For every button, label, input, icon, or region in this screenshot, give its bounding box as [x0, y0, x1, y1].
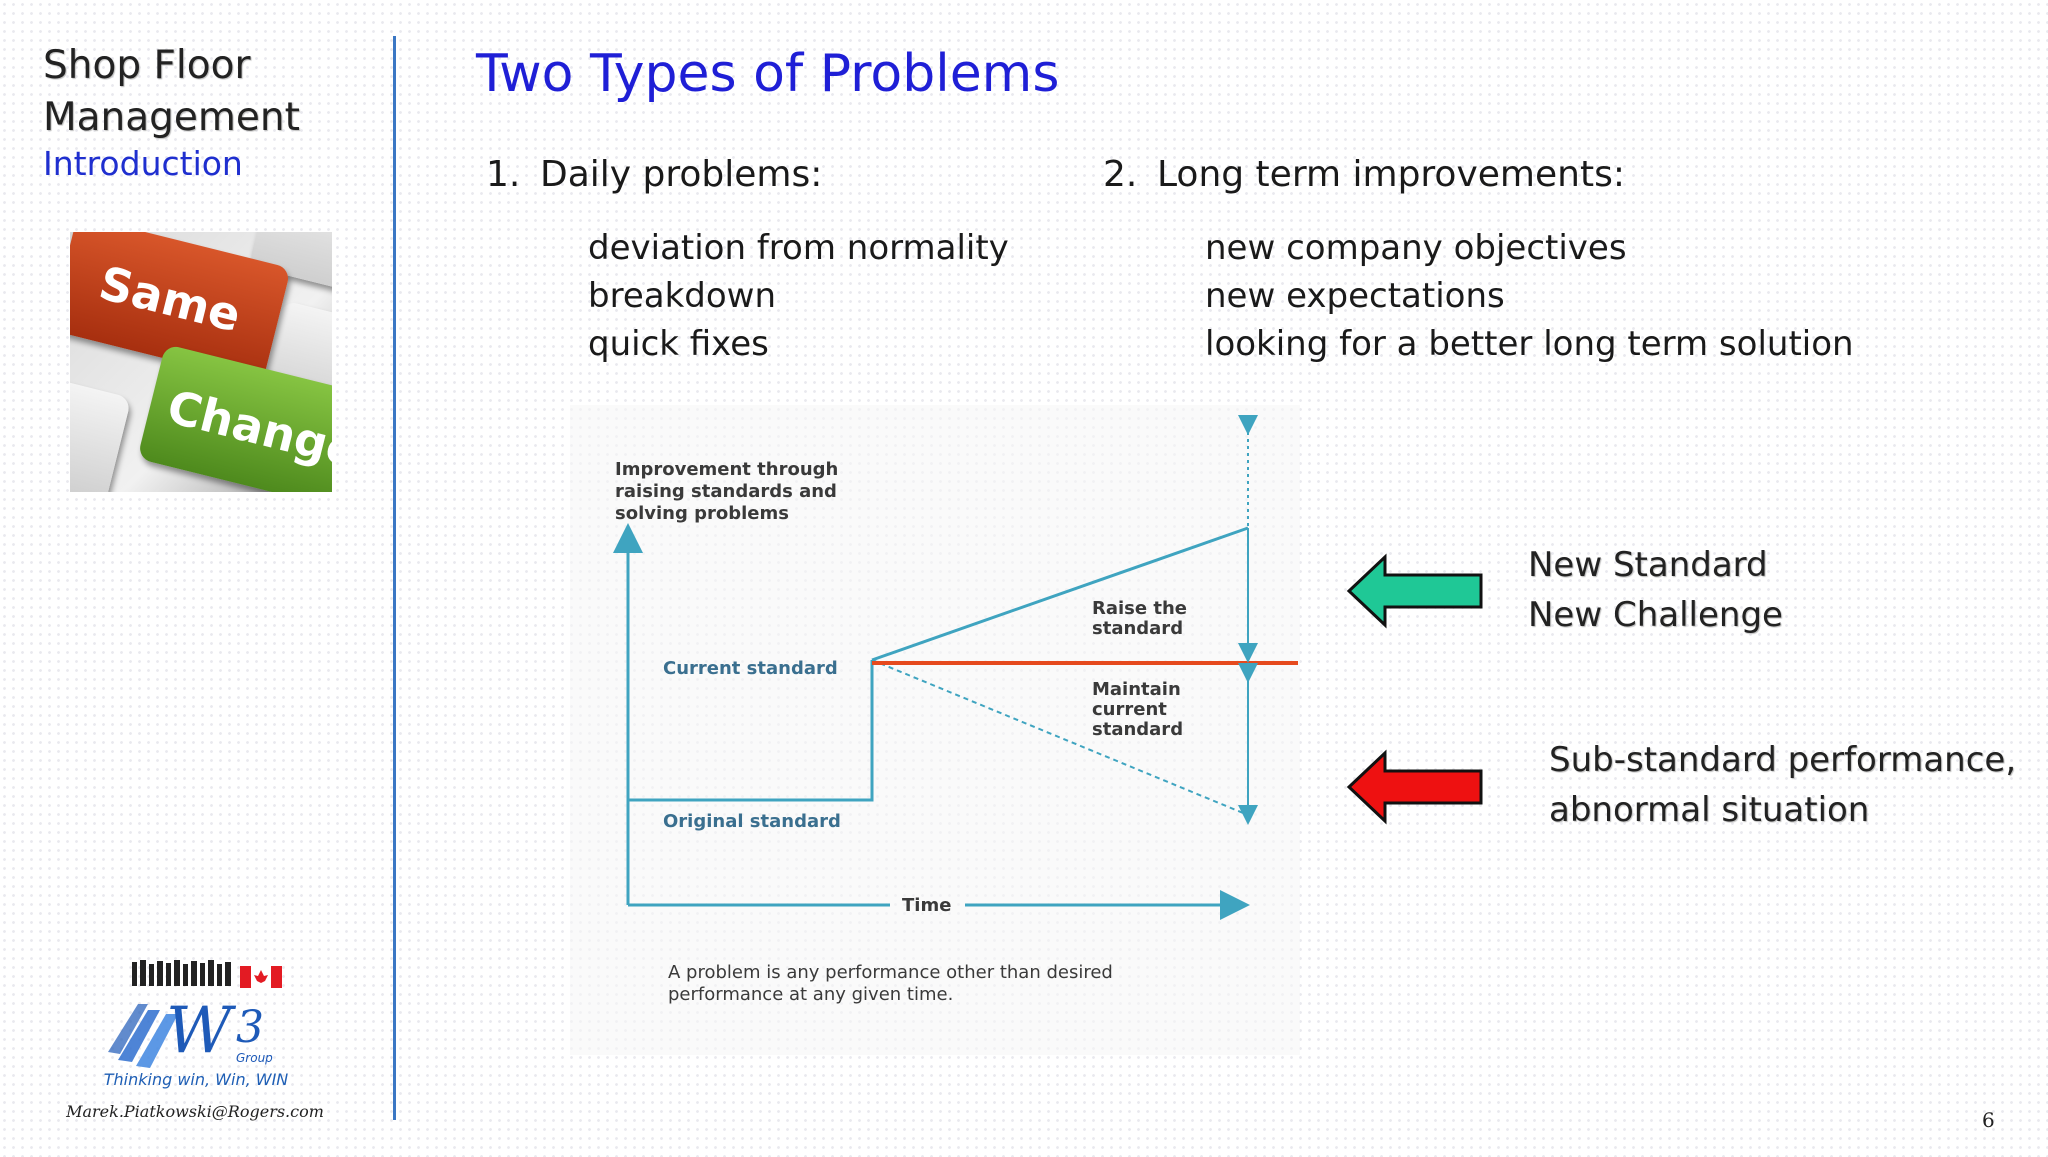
raise-label-line1: Raise the	[1092, 598, 1187, 619]
column-number: 2.	[1103, 154, 1138, 195]
svg-text:W: W	[166, 994, 237, 1068]
maintain-label-line3: standard	[1092, 719, 1183, 740]
raise-standard-line	[871, 526, 1249, 662]
caption-line1: A problem is any performance other than …	[668, 962, 1113, 983]
people-logo-icon	[132, 960, 231, 986]
column-heading-text: Daily problems:	[540, 154, 823, 195]
sidebar-subtitle: Introduction	[43, 144, 243, 183]
diagram-background	[570, 405, 1300, 1055]
sidebar-title: Shop Floor Management	[43, 40, 300, 144]
maintain-label-line1: Maintain	[1092, 679, 1181, 700]
column-heading-daily: 1. Daily problems:	[486, 154, 822, 195]
green-left-arrow-icon	[1346, 553, 1483, 629]
grey-key	[70, 369, 132, 492]
callout-line2: abnormal situation	[1549, 790, 1870, 830]
same-change-keyboard-photo: Same Change	[70, 232, 332, 492]
svg-text:Group: Group	[236, 1051, 273, 1065]
sidebar-title-line2: Management	[43, 95, 300, 140]
original-standard-label: Original standard	[663, 811, 841, 832]
y-title-line3: solving problems	[615, 503, 789, 524]
list-item: breakdown	[588, 276, 776, 316]
vertical-divider	[393, 36, 396, 1120]
author-email[interactable]: Marek.Piatkowski@Rogers.com	[66, 1102, 324, 1121]
sidebar-title-line1: Shop Floor	[43, 43, 251, 88]
svg-text:3: 3	[236, 1002, 264, 1053]
decline-dashed-line	[871, 659, 1249, 816]
original-standard-line	[628, 660, 874, 802]
new-standard-callout: New Standard New Challenge	[1528, 540, 1783, 640]
long-term-list: new company objectives new expectations …	[1205, 224, 1854, 368]
sub-standard-callout: Sub-standard performance, abnormal situa…	[1549, 735, 2016, 835]
red-left-arrow-icon	[1346, 749, 1483, 825]
maintain-label-line2: current	[1092, 699, 1167, 720]
page-number: 6	[1982, 1108, 1995, 1132]
canada-flag-icon	[240, 966, 282, 988]
daily-problems-list: deviation from normality breakdown quick…	[588, 224, 1009, 368]
y-title-line2: raising standards and	[615, 481, 837, 502]
list-item: new company objectives	[1205, 228, 1627, 268]
column-heading-long-term: 2. Long term improvements:	[1103, 154, 1625, 195]
w3-logo-icon: W 3 Group	[108, 994, 273, 1068]
list-item: looking for a better long term solution	[1205, 324, 1854, 364]
slide-title: Two Types of Problems	[476, 44, 1060, 104]
list-item: new expectations	[1205, 276, 1505, 316]
list-item: quick fixes	[588, 324, 769, 364]
column-heading-text: Long term improvements:	[1157, 154, 1625, 195]
x-axis-label: Time	[902, 895, 951, 916]
raise-label-line2: standard	[1092, 618, 1183, 639]
list-item: deviation from normality	[588, 228, 1009, 268]
logo-tagline: Thinking win, Win, WIN	[103, 1070, 289, 1089]
callout-line2: New Challenge	[1528, 595, 1783, 635]
caption-line2: performance at any given time.	[668, 984, 953, 1005]
callout-line1: Sub-standard performance,	[1549, 740, 2017, 780]
y-title-line1: Improvement through	[615, 459, 838, 480]
standards-diagram: Improvement through raising standards an…	[570, 405, 1300, 1055]
column-number: 1.	[486, 154, 521, 195]
callout-line1: New Standard	[1528, 545, 1768, 585]
current-standard-label: Current standard	[663, 658, 838, 679]
